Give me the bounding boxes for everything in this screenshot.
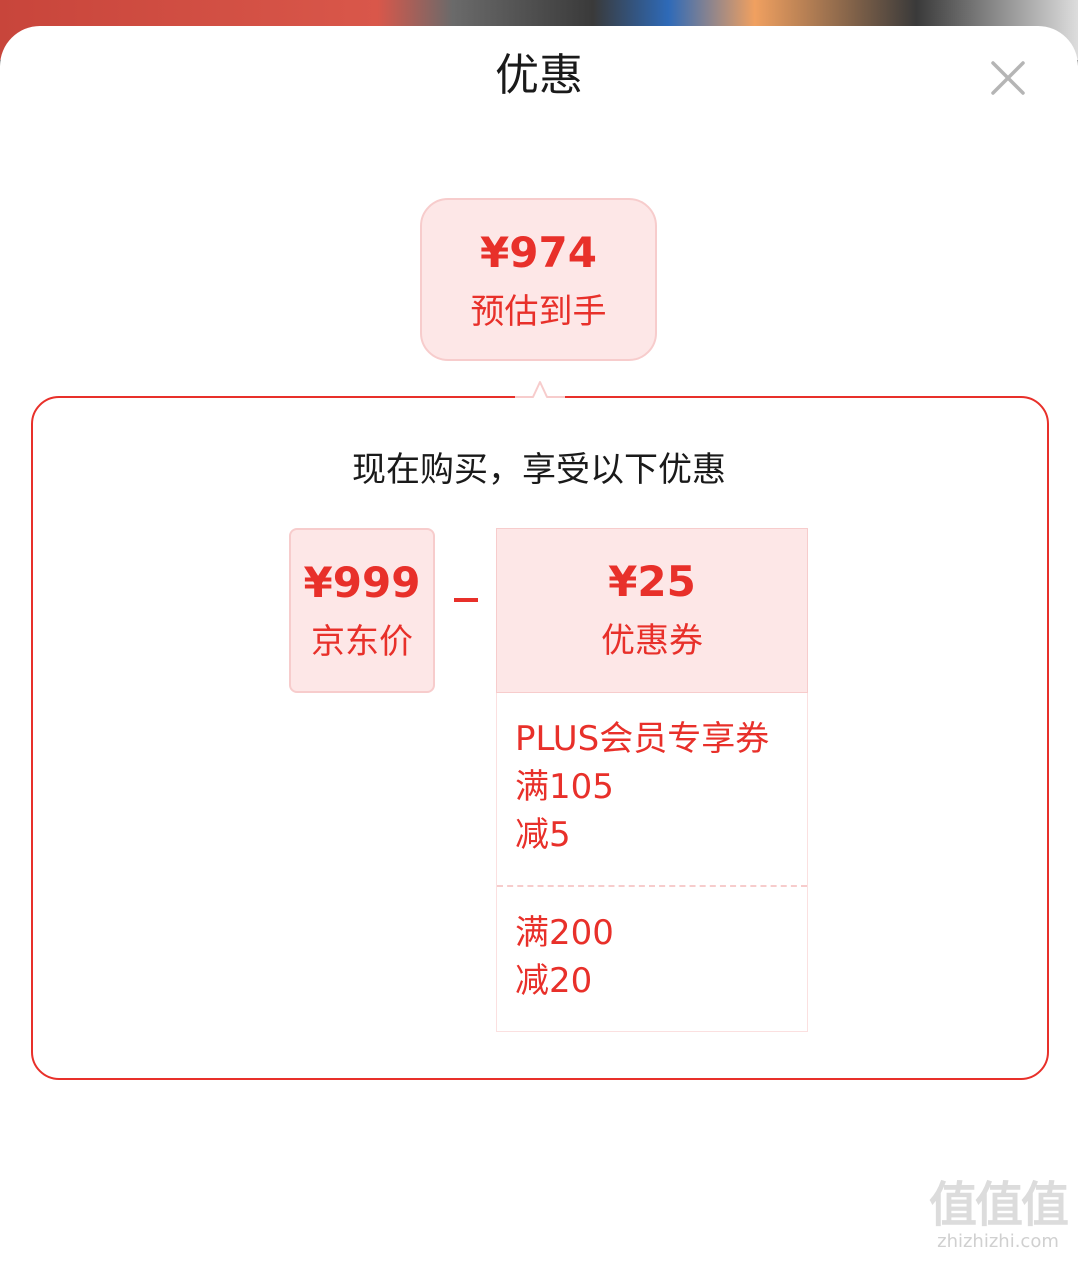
- jd-price-label: 京东价: [311, 622, 413, 662]
- coupon-item-threshold: 满200: [515, 913, 614, 953]
- coupon-item-title: PLUS会员专享券: [515, 719, 770, 759]
- watermark-site: zhizhizhi.com: [937, 1231, 1059, 1252]
- coupon-item-discount: 减5: [515, 815, 571, 855]
- coupon-total-box: ¥25 优惠券: [496, 528, 808, 693]
- coupon-item-discount: 减20: [515, 961, 593, 1001]
- coupon-total-label: 优惠券: [601, 621, 703, 661]
- card-pointer: [515, 376, 565, 400]
- close-icon: [991, 61, 1025, 95]
- close-button[interactable]: [982, 52, 1034, 104]
- coupon-list: PLUS会员专享券 满105 减5 满200 减20: [496, 693, 808, 1032]
- coupon-total-price: ¥25: [608, 557, 696, 606]
- watermark: 值值值 zhizhizhi.com: [928, 1177, 1069, 1258]
- sheet-title: 优惠: [495, 50, 583, 101]
- card-heading: 现在购买，享受以下优惠: [352, 450, 726, 490]
- estimated-price-label: 预估到手: [470, 292, 607, 332]
- jd-price-box: ¥999 京东价: [289, 528, 435, 693]
- coupon-item-threshold: 满105: [515, 767, 614, 807]
- minus-sign: [454, 598, 478, 602]
- estimated-price-box: ¥974 预估到手: [420, 198, 657, 361]
- coupon-item: PLUS会员专享券 满105 减5: [497, 693, 807, 887]
- estimated-price: ¥974: [480, 228, 597, 277]
- watermark-logo: 值值值: [928, 1177, 1069, 1233]
- coupon-item: 满200 减20: [497, 887, 807, 1005]
- jd-price: ¥999: [303, 558, 421, 607]
